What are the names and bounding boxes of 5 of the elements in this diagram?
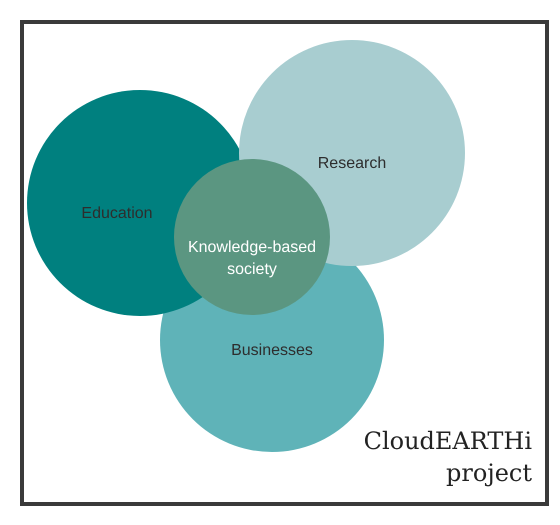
circle-label: Knowledge-based society	[186, 238, 318, 280]
circle-label: Education	[80, 204, 154, 224]
circle-label: Research	[316, 154, 388, 174]
circle-label: Businesses	[230, 341, 314, 361]
project-name: CloudEARTHi project	[362, 426, 532, 489]
